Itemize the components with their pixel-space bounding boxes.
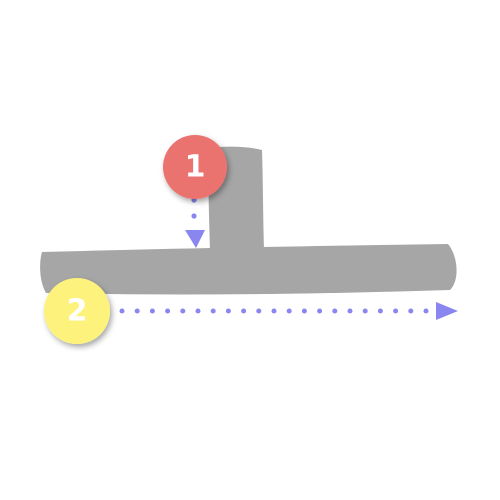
step-1-circle [163, 135, 227, 199]
arrow-dot [408, 308, 414, 314]
stroke-2-arrow [119, 308, 429, 314]
step-2-number: 2 [67, 294, 88, 329]
stroke-1-arrow [185, 197, 205, 248]
step-2-badge: 2 [44, 278, 110, 344]
step-2-circle [44, 278, 110, 344]
arrow-dot [180, 308, 186, 314]
step-1-number: 1 [185, 150, 206, 185]
arrow-dot [332, 308, 338, 314]
arrow-dot [225, 308, 231, 314]
arrow-down-icon [185, 230, 205, 248]
arrow-dot [241, 308, 247, 314]
step-1-badge: 1 [163, 135, 227, 199]
glyph-shape [40, 146, 457, 295]
arrow-dot [377, 308, 383, 314]
arrow-right-icon [436, 302, 458, 320]
arrow-dot [149, 308, 155, 314]
arrow-dot [347, 308, 353, 314]
arrow-dot [210, 308, 216, 314]
stroke-2-shape [40, 244, 457, 295]
arrow-dot [256, 308, 262, 314]
arrow-dot [301, 308, 307, 314]
arrow-dot [362, 308, 368, 314]
arrow-dot [393, 308, 399, 314]
arrow-dot [317, 308, 323, 314]
arrow-dot [134, 308, 140, 314]
arrow-dot [119, 308, 125, 314]
arrow-dot [165, 308, 171, 314]
arrow-dot [195, 308, 201, 314]
arrow-dot [423, 308, 429, 314]
arrow-dot [286, 308, 292, 314]
arrow-dot [271, 308, 277, 314]
